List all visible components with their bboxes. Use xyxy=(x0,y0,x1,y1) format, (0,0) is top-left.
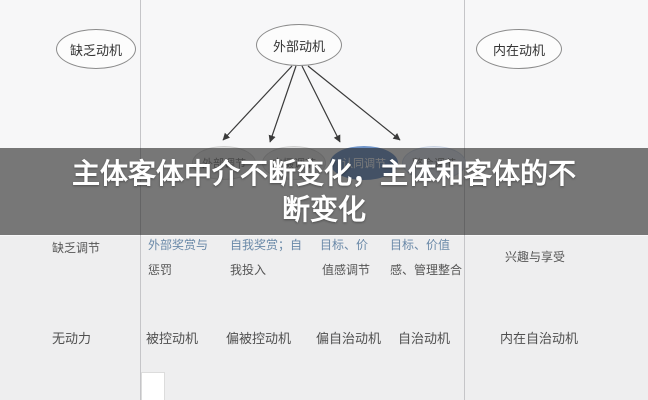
label-motivation-autonomous: 自治动机 xyxy=(398,331,451,346)
label-motivation-mostly-autonomous: 偏自治动机 xyxy=(316,331,382,346)
node-intrinsic-motivation: 内在动机 xyxy=(476,29,562,69)
node-external-label: 外部动机 xyxy=(272,38,325,54)
label-col3-line2: 值感调节 xyxy=(322,263,371,277)
node-amotivation-label: 缺乏动机 xyxy=(69,42,122,58)
label-col4-line1: 目标、价值 xyxy=(390,238,451,252)
label-col3-line1: 目标、价 xyxy=(320,238,369,252)
page-title-line-1: 主体客体中介不断变化，主体和客体的不 xyxy=(71,157,576,189)
label-motivation-intrinsic-autonomous: 内在自治动机 xyxy=(500,331,579,346)
node-external-motivation: 外部动机 xyxy=(256,24,342,66)
label-col2-line1: 自我奖赏；自 xyxy=(230,238,303,252)
label-intrinsic-regulation: 兴趣与享受 xyxy=(505,250,566,264)
partial-cropped-box xyxy=(141,372,165,400)
label-amotivation-regulation: 缺乏调节 xyxy=(52,241,101,255)
node-amotivation: 缺乏动机 xyxy=(56,29,136,69)
node-intrinsic-label: 内在动机 xyxy=(492,42,545,58)
label-col4-line2: 感、管理整合 xyxy=(390,263,463,277)
label-col1-line1: 外部奖赏与 xyxy=(148,238,209,252)
label-motivation-mostly-controlled: 偏被控动机 xyxy=(226,331,292,346)
label-col1-line2: 惩罚 xyxy=(148,263,173,277)
bottom-background xyxy=(0,236,648,400)
label-motivation-none: 无动力 xyxy=(52,331,92,346)
label-col2-line2: 我投入 xyxy=(230,263,267,277)
title-overlay-band: 主体客体中介不断变化，主体和客体的不 断变化 xyxy=(0,148,648,235)
label-motivation-controlled: 被控动机 xyxy=(146,331,199,346)
page-title-line-2: 断变化 xyxy=(281,193,366,225)
